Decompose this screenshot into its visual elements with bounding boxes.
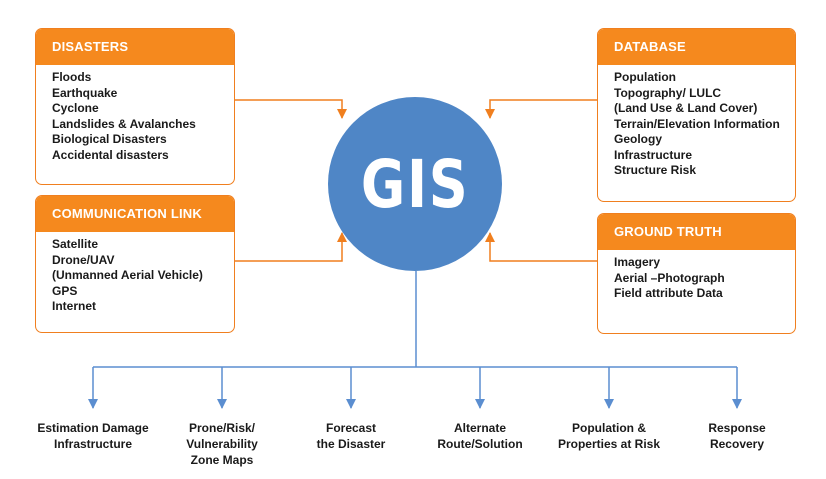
- output-forecast: Forecast the Disaster: [316, 421, 386, 451]
- list-item: Topography/ LULC: [614, 85, 722, 100]
- communication-link-title: COMMUNICATION LINK: [36, 196, 234, 232]
- list-item: Cyclone: [52, 101, 99, 115]
- arrow-disasters-to-gis: [235, 99, 347, 119]
- output-risk-zone-maps: Prone/Risk/ Vulnerability Zone Maps: [186, 421, 258, 467]
- list-item: Accidental disasters: [52, 147, 169, 162]
- list-item: Drone/UAV: [52, 252, 115, 267]
- output-alternate-route: Alternate Route/Solution: [437, 421, 523, 451]
- communication-link-list: Satellite Drone/UAV (Unmanned Aerial Veh…: [36, 232, 234, 315]
- database-list: Population Topography/ LULC (Land Use & …: [598, 65, 795, 179]
- list-item: Aerial –Photograph: [614, 270, 725, 285]
- list-item: Geology: [614, 132, 663, 146]
- ground-truth-title: GROUND TRUTH: [598, 214, 795, 250]
- list-item: Infrastructure: [614, 147, 693, 162]
- output-population-risk: Population & Properties at Risk: [557, 421, 661, 451]
- disasters-box: DISASTERS Floods Earthquake Cyclone Land…: [35, 28, 235, 185]
- ground-truth-list: Imagery Aerial –Photograph Field attribu…: [598, 250, 795, 302]
- list-item: Satellite: [52, 237, 99, 251]
- arrow-database-to-gis: [485, 99, 597, 119]
- gis-label: GIS: [360, 145, 470, 223]
- list-item: (Land Use & Land Cover): [614, 101, 758, 115]
- list-item: Landslides & Avalanches: [52, 116, 196, 131]
- list-item: Population: [614, 70, 676, 84]
- arrow-groundtruth-to-gis: [485, 232, 597, 262]
- list-item: Biological Disasters: [52, 132, 167, 146]
- database-title: DATABASE: [598, 29, 795, 65]
- database-box: DATABASE Population Topography/ LULC (La…: [597, 28, 796, 202]
- list-item: Terrain/Elevation Information: [614, 116, 780, 131]
- list-item: Structure Risk: [614, 163, 697, 177]
- disasters-title: DISASTERS: [36, 29, 234, 65]
- output-estimation-damage: Estimation Damage Infrastructure: [37, 421, 149, 451]
- list-item: (Unmanned Aerial Vehicle): [52, 268, 203, 282]
- list-item: Internet: [52, 299, 97, 313]
- ground-truth-box: GROUND TRUTH Imagery Aerial –Photograph …: [597, 213, 796, 334]
- list-item: Imagery: [614, 255, 661, 269]
- list-item: Field attribute Data: [614, 286, 723, 300]
- gis-circle: GIS: [328, 97, 502, 271]
- arrow-communication-to-gis: [235, 232, 347, 262]
- output-response-recovery: Response Recovery: [708, 421, 766, 451]
- list-item: GPS: [52, 283, 78, 298]
- disasters-list: Floods Earthquake Cyclone Landslides & A…: [36, 65, 234, 163]
- communication-link-box: COMMUNICATION LINK Satellite Drone/UAV (…: [35, 195, 235, 333]
- list-item: Floods: [52, 70, 92, 84]
- list-item: Earthquake: [52, 85, 118, 100]
